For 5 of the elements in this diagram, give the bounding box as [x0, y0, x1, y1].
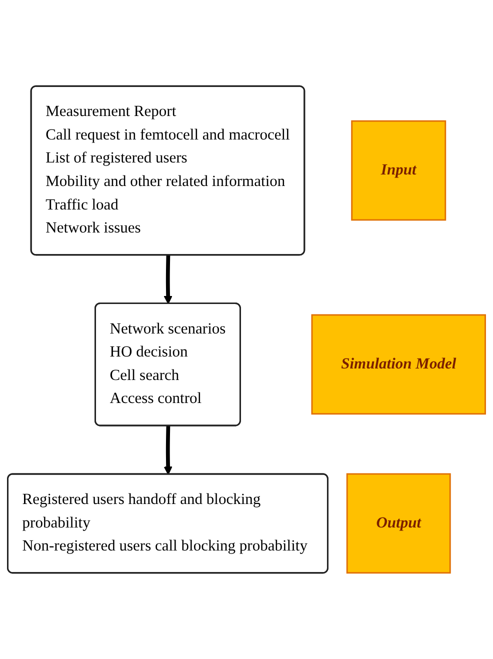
node-box: Output	[346, 473, 451, 574]
node-box: Simulation Model	[311, 314, 486, 415]
arrow	[164, 255, 172, 304]
node-box: Input	[351, 120, 446, 221]
arrow	[164, 426, 172, 475]
